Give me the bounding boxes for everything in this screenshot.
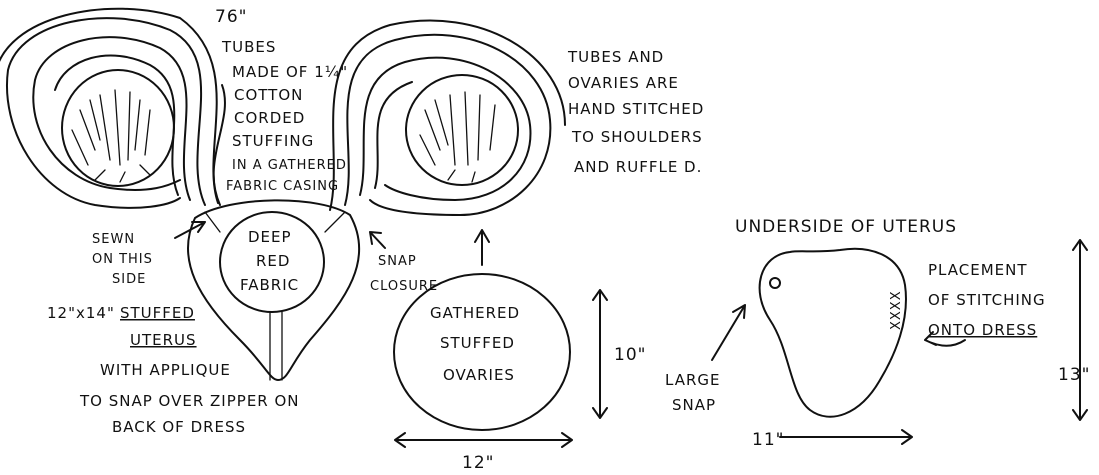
- large-snap-dot: [770, 278, 780, 288]
- underside-uterus-outline: [760, 249, 906, 417]
- ovary-arrow: [475, 230, 489, 265]
- sewn-side-3: SIDE: [112, 272, 146, 287]
- tubes-length: 76": [215, 7, 247, 27]
- snap-closure-1: SNAP: [378, 254, 417, 269]
- uterus-stuffed: STUFFED: [120, 304, 195, 322]
- placement-2: OF STITCHING: [928, 291, 1046, 309]
- deep-red-3: FABRIC: [240, 276, 299, 294]
- large-snap-1: LARGE: [665, 371, 721, 389]
- placement-3: ONTO DRESS: [928, 321, 1037, 339]
- sewn-side-1: SEWN: [92, 232, 135, 247]
- snap-closure-2: CLOSURE: [370, 279, 438, 294]
- large-snap-2: SNAP: [672, 396, 716, 414]
- sewn-side-2: ON THIS: [92, 252, 153, 267]
- underside-width-line: [780, 430, 912, 444]
- tubes-line-7: FABRIC CASING: [226, 179, 339, 194]
- right-ovary-sketch: [406, 75, 518, 185]
- ovary-label-1: GATHERED: [430, 304, 520, 322]
- uterus-rest-3: BACK OF DRESS: [112, 418, 246, 436]
- underside-height: 13": [1058, 365, 1090, 385]
- uterus-rest-2: TO SNAP OVER ZIPPER ON: [79, 392, 300, 410]
- stitch-note-2: OVARIES ARE: [568, 74, 679, 92]
- stitch-note-5: AND RUFFLE D.: [574, 158, 702, 176]
- stitch-marks: XXXX: [889, 290, 904, 330]
- tubes-line-2: MADE OF 1¼": [232, 63, 348, 81]
- left-ovary-sketch: [62, 70, 174, 186]
- underside-title: UNDERSIDE OF UTERUS: [735, 217, 957, 237]
- gathered-ovary-outline: [394, 274, 570, 430]
- deep-red-2: RED: [256, 252, 290, 270]
- stitch-note-4: TO SHOULDERS: [571, 128, 703, 146]
- uterus-label: UTERUS: [130, 331, 197, 349]
- left-tube-loop: [0, 9, 225, 208]
- underside-height-line: [1073, 240, 1087, 420]
- underside-width: 11": [752, 430, 784, 450]
- ovary-label-2: STUFFED: [440, 334, 515, 352]
- tubes-line-6: IN A GATHERED: [232, 158, 347, 173]
- snap-closure-arrow: [370, 232, 385, 248]
- ovary-label-3: OVARIES: [443, 366, 515, 384]
- placement-1: PLACEMENT: [928, 261, 1028, 279]
- ovary-width-line: [395, 433, 572, 447]
- tubes-line-1: TUBES: [221, 38, 276, 56]
- tubes-line-5: STUFFING: [232, 132, 314, 150]
- deep-red-1: DEEP: [248, 228, 292, 246]
- tubes-line-3: COTTON: [234, 86, 303, 104]
- stitch-note-3: HAND STITCHED: [568, 100, 704, 118]
- ovary-width: 12": [462, 453, 494, 473]
- ovary-height: 10": [614, 345, 646, 365]
- ovary-height-line: [593, 290, 607, 418]
- stitch-note-1: TUBES AND: [567, 48, 664, 66]
- uterus-size: 12"x14": [47, 304, 115, 322]
- uterus-rest-1: WITH APPLIQUE: [100, 361, 231, 379]
- large-snap-arrow: [712, 305, 745, 360]
- right-tube-loop: [330, 21, 565, 215]
- tubes-line-4: CORDED: [234, 109, 305, 127]
